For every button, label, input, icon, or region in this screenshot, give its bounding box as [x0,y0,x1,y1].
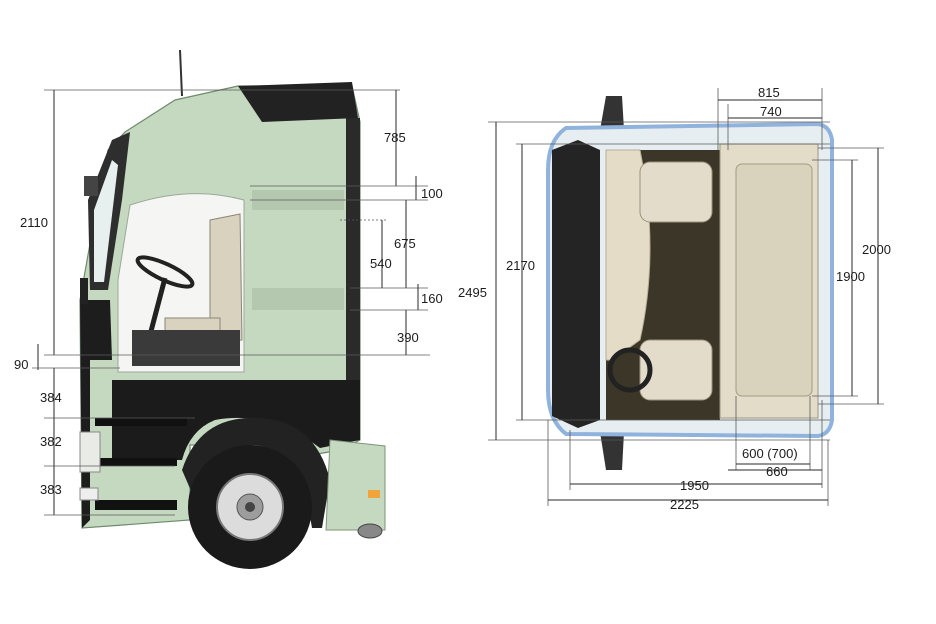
label-length-2495: 2495 [458,285,487,300]
label-floor-offset: 90 [14,357,28,372]
windshield-glass [94,160,118,282]
top-view: 815 740 2495 2170 2000 1900 600 (700) 66… [458,85,891,512]
antenna [179,49,183,97]
side-mirror [80,278,88,304]
rear-fender [325,439,386,531]
mattress [735,163,813,397]
side-dimension-lines [32,89,430,516]
label-step-2: 382 [40,434,62,449]
roof-spoiler [238,82,358,122]
rear-edge [346,118,360,440]
label-window-to-floor: 390 [397,330,419,345]
side-view: 2110 785 100 675 540 160 390 90 384 382 … [14,49,443,569]
label-bed-length-1900: 1900 [836,269,865,284]
label-overall-height: 2110 [20,215,48,230]
passenger-seat [639,161,713,223]
label-step-1: 384 [40,390,62,405]
mirror-top [84,176,98,196]
mid-side-panel [252,288,344,310]
label-roof-height: 785 [384,130,406,145]
side-dimension-labels: 2110 785 100 675 540 160 390 90 384 382 … [14,130,443,497]
label-interior-height: 675 [394,236,416,251]
label-step-3: 383 [40,482,62,497]
label-bed-length-2000: 2000 [862,242,891,257]
mirror-arm-bottom [600,432,624,470]
label-width-2225: 2225 [670,497,699,512]
front-fascia-top [552,140,600,428]
label-floor-step: 160 [421,291,443,306]
reflector [368,490,380,498]
steering-wheel-top [607,347,653,393]
entry-steps [79,418,187,510]
wheel-arch [182,417,330,528]
top-dimension-labels: 815 740 2495 2170 2000 1900 600 (700) 66… [458,85,891,512]
label-bed-width: 600 (700) [742,446,798,461]
label-width-1950: 1950 [680,478,709,493]
interior-seat-steering [132,213,243,366]
label-width-740: 740 [760,104,782,119]
label-length-2170: 2170 [506,258,535,273]
top-dimension-lines [488,88,884,506]
driver-seat [639,339,713,401]
label-roof-step: 100 [421,186,443,201]
label-width-815: 815 [758,85,780,100]
exhaust-pipe [357,523,383,539]
lower-skirt [112,380,360,460]
label-width-660: 660 [766,464,788,479]
label-interior-height-alt: 540 [370,256,392,271]
mirror-arm-top [600,96,624,130]
front-wheel [188,445,312,569]
